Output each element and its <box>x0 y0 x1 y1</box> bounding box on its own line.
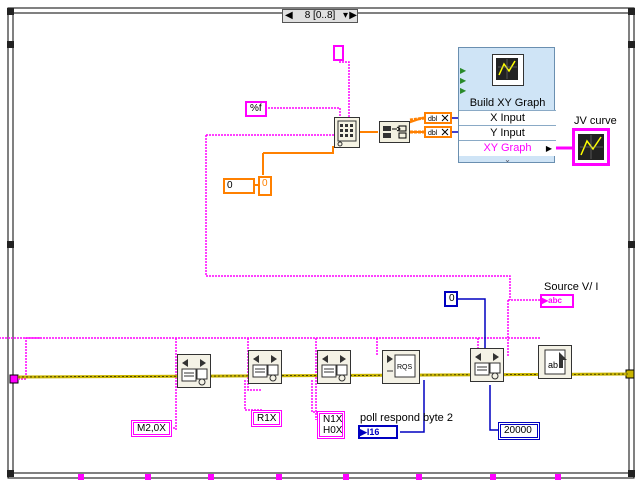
n1-h0-command-constant[interactable]: N1X H0X <box>317 411 345 439</box>
visa-write-icon <box>181 359 208 386</box>
y-input-row[interactable]: Y Input <box>459 125 556 141</box>
index-array-node[interactable] <box>379 121 410 143</box>
bottom-tunnel <box>343 474 349 480</box>
poll-respond-indicator[interactable]: ▶I16 <box>358 425 398 439</box>
build-xy-graph-icon <box>492 54 524 86</box>
case-selector[interactable]: ◀ 8 [0..8] ▾ ▶ <box>282 9 358 23</box>
abc-tag: abc <box>548 296 562 305</box>
bottom-tunnel <box>416 474 422 480</box>
y-array-icon: dbl <box>428 128 449 137</box>
build-xy-graph-title: Build XY Graph <box>469 97 546 109</box>
bottom-tunnel <box>208 474 214 480</box>
serial-poll-node[interactable]: RQS <box>382 350 420 384</box>
x-input-row[interactable]: X Input <box>459 110 556 126</box>
visa-write-node-2[interactable] <box>248 350 282 384</box>
timeout-text: 20000 <box>504 425 532 436</box>
source-vi-indicator[interactable]: ▶abc <box>540 294 574 308</box>
svg-text:dbl: dbl <box>428 116 438 122</box>
svg-text:ab: ab <box>548 360 558 370</box>
r1-command-constant[interactable]: R1X <box>251 410 283 427</box>
visa-close-icon: ab <box>544 349 567 375</box>
visa-write-icon <box>474 353 501 380</box>
bottom-tunnel <box>490 474 496 480</box>
output-arrow-icon: ▶ <box>545 144 552 153</box>
h0-command-text: H0X <box>323 425 343 436</box>
poll-respond-arrow-icon: ▶ <box>360 427 367 437</box>
jv-curve-indicator[interactable] <box>572 128 610 166</box>
format-string-text: %f <box>250 103 262 114</box>
source-vi-arrow-icon: ▶ <box>542 296 549 305</box>
y-input-label: Y Input <box>490 127 525 139</box>
serial-poll-icon: RQS <box>387 354 416 378</box>
visa-write-node-3[interactable] <box>317 350 351 384</box>
build-xy-graph-input-arrows: ▶▶▶ <box>460 66 467 95</box>
x-input-label: X Input <box>490 112 525 124</box>
xy-graph-output-label: XY Graph <box>483 142 532 154</box>
visa-write-icon <box>252 355 279 382</box>
zero-int-text: 0 <box>449 293 455 304</box>
visa-write-icon <box>321 355 348 382</box>
svg-text:dbl: dbl <box>428 130 438 136</box>
n1-command-text: N1X <box>323 414 343 425</box>
bottom-tunnel <box>145 474 151 480</box>
svg-text:RQS: RQS <box>397 364 413 371</box>
bottom-tunnel <box>555 474 561 480</box>
case-selector-dropdown-icon[interactable]: ▾ <box>342 10 348 21</box>
zero-int-constant[interactable]: 0 <box>444 291 458 307</box>
m2-command-text: M2,0X <box>137 423 166 434</box>
case-selector-prev-icon[interactable]: ◀ <box>285 10 293 21</box>
format-string-constant[interactable]: %f <box>245 101 267 117</box>
visa-close-node[interactable]: ab <box>538 345 572 379</box>
expand-chevron-icon[interactable]: ⌄ <box>504 155 511 164</box>
timeout-constant[interactable]: 20000 <box>498 422 540 440</box>
source-vi-label: Source V/ I <box>544 281 599 293</box>
r1-command-text: R1X <box>257 413 277 424</box>
small-string-terminal[interactable] <box>333 45 344 61</box>
zero-numeric-constant-b[interactable]: 0 <box>258 176 272 196</box>
i16-tag: I16 <box>366 427 380 437</box>
visa-write-node-1[interactable] <box>177 354 211 388</box>
index-array-icon <box>383 125 407 139</box>
zero-numeric-b-text: 0 <box>262 178 268 189</box>
bottom-tunnel <box>78 474 84 480</box>
case-selector-next-icon[interactable]: ▶ <box>349 10 357 21</box>
zero-numeric-a-text: 0 <box>227 180 233 191</box>
zero-numeric-constant-a[interactable]: 0 <box>223 178 255 194</box>
bottom-tunnel <box>276 474 282 480</box>
m2-command-constant[interactable]: M2,0X <box>131 420 172 437</box>
xy-graph-output-row[interactable]: XY Graph ▶ <box>459 140 556 156</box>
x-array-icon: dbl <box>428 114 449 123</box>
build-xy-graph-node[interactable]: ▶▶▶ Build XY Graph X Input Y Input XY Gr… <box>458 47 556 164</box>
y-array-terminal[interactable]: dbl <box>424 126 452 138</box>
jv-curve-label: JV curve <box>574 115 617 127</box>
left-tunnel <box>9 374 19 384</box>
poll-respond-label: poll respond byte 2 <box>360 412 453 424</box>
scan-from-string-node[interactable] <box>334 117 360 148</box>
scan-grid-icon <box>337 120 357 147</box>
x-array-terminal[interactable]: dbl <box>424 112 452 124</box>
visa-write-node-4[interactable] <box>470 348 504 382</box>
case-selector-label: 8 [0..8] <box>304 10 336 21</box>
xy-graph-indicator-icon <box>578 134 604 160</box>
